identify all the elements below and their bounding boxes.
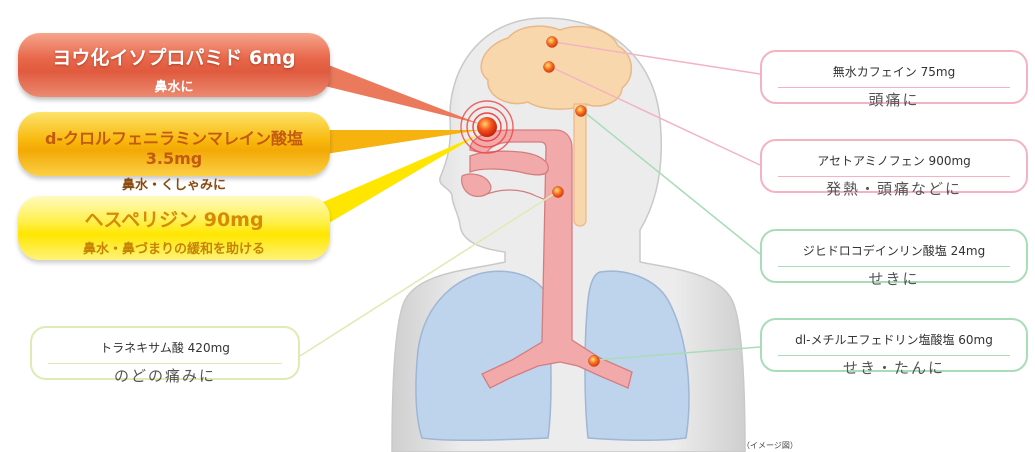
ingredient-box-caffeine: 無水カフェイン 75mg 頭痛に	[760, 50, 1028, 104]
divider	[48, 363, 282, 364]
ingredient-name: ジヒドロコデインリン酸塩 24mg	[762, 242, 1026, 259]
ingredient-effect: 鼻水に	[18, 76, 330, 95]
image-caption: （イメージ図）	[742, 440, 798, 451]
ingredient-effect: のどの痛みに	[32, 365, 298, 386]
ingredient-effect: せき・たんに	[762, 357, 1026, 378]
ingredient-pill-chlorpheniramine: d-クロルフェニラミンマレイン酸塩 3.5mg 鼻水・くしゃみに	[18, 112, 330, 176]
ingredient-box-tranexamic-acid: トラネキサム酸 420mg のどの痛みに	[30, 326, 300, 380]
ingredient-effect: 鼻水・鼻づまりの緩和を助ける	[18, 238, 330, 257]
ingredient-name: 無水カフェイン 75mg	[762, 63, 1026, 80]
ingredient-box-dihydrocodeine: ジヒドロコデインリン酸塩 24mg せきに	[760, 229, 1028, 283]
ingredient-box-acetaminophen: アセトアミノフェン 900mg 発熱・頭痛などに	[760, 139, 1028, 193]
divider	[778, 87, 1010, 88]
ingredient-box-methylephedrine: dl-メチルエフェドリン塩酸塩 60mg せき・たんに	[760, 318, 1028, 372]
divider	[778, 355, 1010, 356]
ingredient-effect: 鼻水・くしゃみに	[18, 174, 330, 193]
ingredient-effect: 発熱・頭痛などに	[762, 178, 1026, 199]
ingredient-name: アセトアミノフェン 900mg	[762, 152, 1026, 169]
ingredient-pill-hesperidin: ヘスペリジン 90mg 鼻水・鼻づまりの緩和を助ける	[18, 196, 330, 260]
ingredient-name: ヘスペリジン 90mg	[18, 205, 330, 232]
ingredient-name: トラネキサム酸 420mg	[32, 339, 298, 356]
ingredient-name: ヨウ化イソプロパミド 6mg	[18, 43, 330, 70]
ingredient-effect: 頭痛に	[762, 89, 1026, 110]
divider	[778, 266, 1010, 267]
ingredient-pill-isopropamide: ヨウ化イソプロパミド 6mg 鼻水に	[18, 33, 330, 97]
divider	[778, 176, 1010, 177]
ingredient-effect: せきに	[762, 268, 1026, 289]
ingredient-name: d-クロルフェニラミンマレイン酸塩 3.5mg	[18, 125, 330, 168]
ingredient-name: dl-メチルエフェドリン塩酸塩 60mg	[762, 331, 1026, 348]
